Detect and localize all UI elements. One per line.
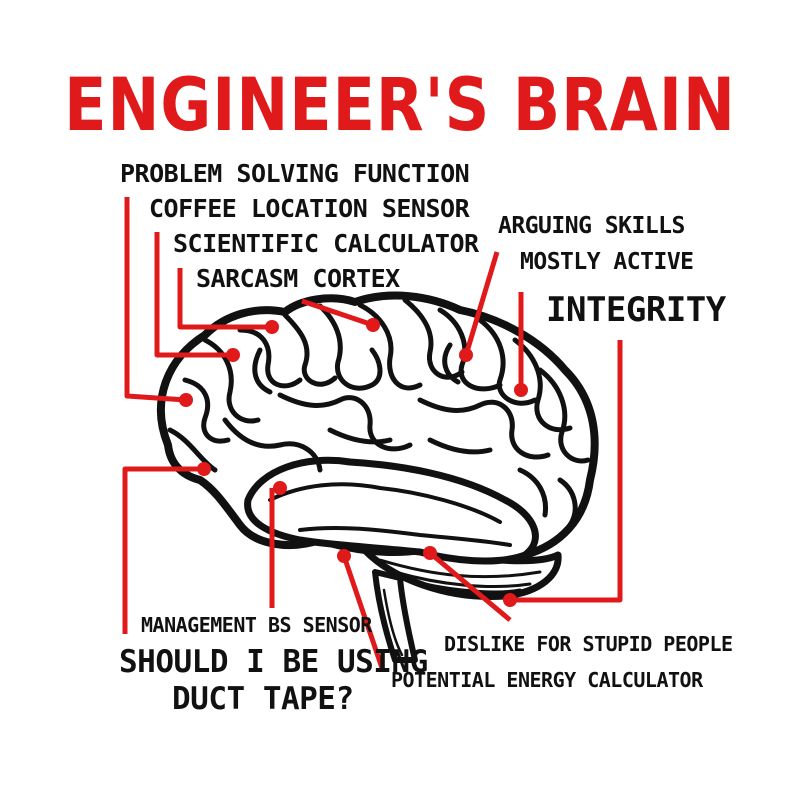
brain-illustration <box>156 291 599 663</box>
dot-scientific-calculator <box>265 320 279 334</box>
label-sarcasm-cortex: SARCASM CORTEX <box>196 264 400 293</box>
dot-arguing-skills <box>459 348 473 362</box>
leader-potential-energy <box>341 555 385 669</box>
label-dislike-stupid: DISLIKE FOR STUPID PEOPLE <box>444 632 733 656</box>
label-mostly-active: MOSTLY ACTIVE <box>520 249 694 275</box>
label-management-bs: MANAGEMENT BS SENSOR <box>141 613 372 637</box>
dot-duct-tape <box>197 462 211 476</box>
leader-arguing-skills <box>463 251 500 356</box>
label-duct-tape-line1: SHOULD I BE USING <box>119 644 428 680</box>
dot-dislike-stupid <box>423 546 437 560</box>
label-coffee-location: COFFEE LOCATION SENSOR <box>149 194 470 223</box>
label-problem-solving: PROBLEM SOLVING FUNCTION <box>120 159 470 188</box>
leader-integrity <box>510 340 623 603</box>
leader-sarcasm-cortex <box>301 298 374 328</box>
page-title: ENGINEER'S BRAIN <box>64 61 736 148</box>
dot-problem-solving <box>179 393 193 407</box>
anchor-dots <box>179 318 528 607</box>
label-integrity: INTEGRITY <box>546 290 726 330</box>
dot-coffee-location <box>226 348 240 362</box>
leader-duct-tape <box>122 466 204 634</box>
label-duct-tape-line2: DUCT TAPE? <box>172 681 354 717</box>
dot-integrity <box>503 593 517 607</box>
dot-mostly-active <box>514 383 528 397</box>
leader-scientific-calculator <box>177 268 272 330</box>
label-potential-energy: POTENTIAL ENERGY CALCULATOR <box>391 668 703 692</box>
leader-lines <box>122 197 623 669</box>
dot-sarcasm-cortex <box>366 318 380 332</box>
label-arguing-skills: ARGUING SKILLS <box>498 213 685 239</box>
dot-potential-energy <box>337 549 351 563</box>
dot-management-bs <box>273 481 287 495</box>
label-scientific-calculator: SCIENTIFIC CALCULATOR <box>173 229 479 258</box>
leader-dislike-stupid <box>428 551 512 622</box>
leader-coffee-location <box>154 232 233 358</box>
leader-problem-solving <box>124 197 187 403</box>
